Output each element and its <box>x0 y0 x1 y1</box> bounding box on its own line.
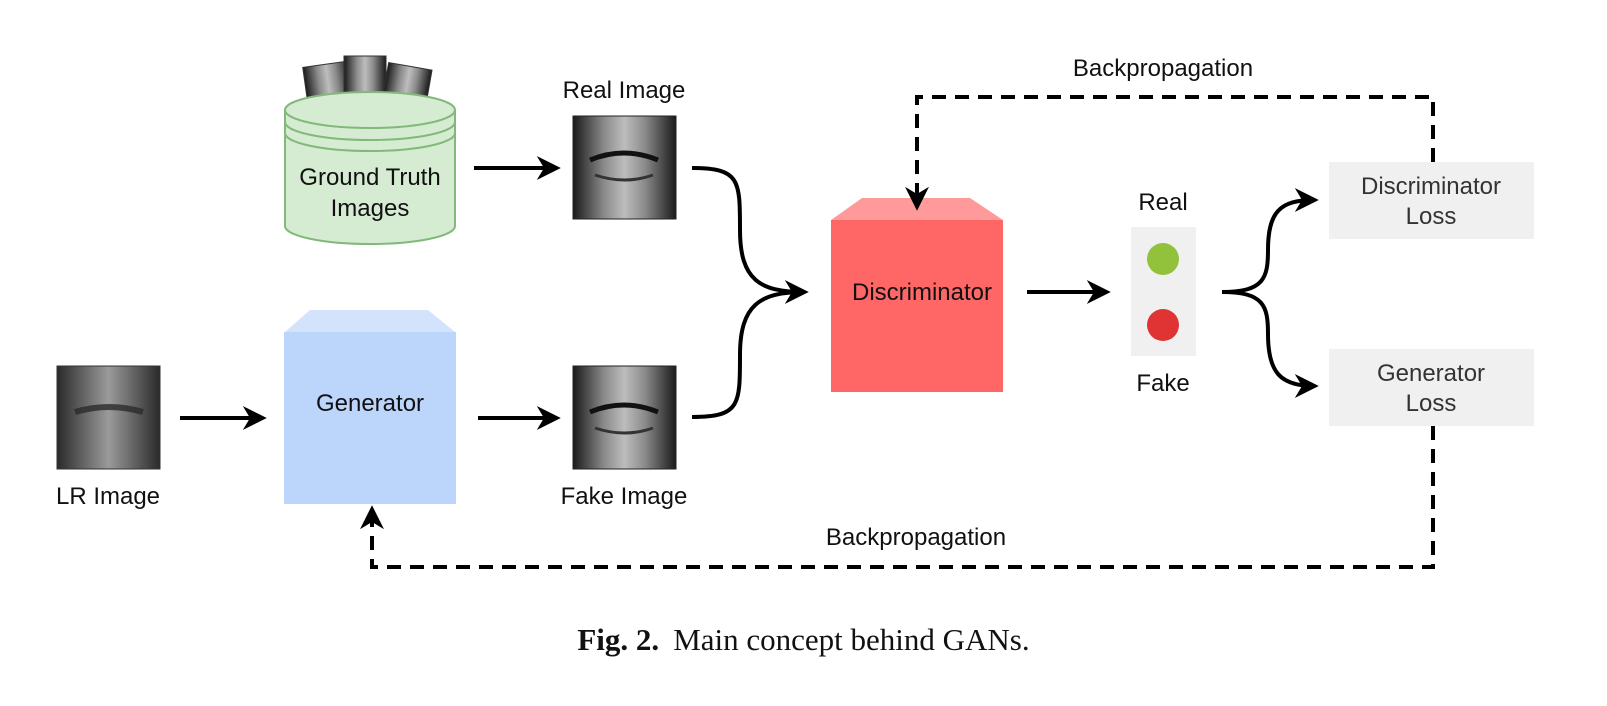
real-indicator-dot <box>1147 243 1179 275</box>
figure-caption: Fig. 2. Main concept behind GANs. <box>0 622 1607 658</box>
ground-truth-label-line1: Ground Truth <box>299 164 440 191</box>
generator-loss-box: Generator Loss <box>1329 349 1534 426</box>
fake-indicator-dot <box>1147 309 1179 341</box>
ground-truth-label-line2: Images <box>331 195 410 222</box>
figure-caption-text: Main concept behind GANs. <box>673 622 1030 657</box>
backprop-arrow-to-discriminator <box>905 95 1435 211</box>
generator-loss-line1: Generator <box>1377 360 1485 387</box>
fake-image-thumbnail <box>572 365 677 470</box>
arrow-output-to-generator-loss <box>1221 290 1319 398</box>
figure-caption-label: Fig. 2. <box>577 622 660 657</box>
arrow-fake-to-discriminator <box>691 290 805 419</box>
discriminator-box: Discriminator <box>831 198 1003 392</box>
discriminator-label: Discriminator <box>852 279 992 306</box>
generator-label: Generator <box>316 390 424 417</box>
real-output-label: Real <box>1138 189 1187 216</box>
generator-box: Generator <box>284 310 456 504</box>
generator-loss-line2: Loss <box>1406 390 1457 417</box>
ground-truth-database: Ground Truth Images <box>284 55 456 245</box>
lr-image-label: LR Image <box>56 483 160 510</box>
arrow-real-to-discriminator <box>691 166 809 304</box>
real-image-thumbnail <box>572 115 677 220</box>
fake-output-label: Fake <box>1136 370 1189 397</box>
backprop-bottom-label: Backpropagation <box>826 524 1006 551</box>
discriminator-loss-box: Discriminator Loss <box>1329 162 1534 239</box>
discriminator-loss-line2: Loss <box>1406 203 1457 230</box>
discriminator-loss-line1: Discriminator <box>1361 173 1501 200</box>
backprop-arrow-to-generator <box>360 426 1435 569</box>
fake-image-label: Fake Image <box>561 483 688 510</box>
backprop-top-label: Backpropagation <box>1073 55 1253 82</box>
arrow-output-to-discriminator-loss <box>1221 188 1319 294</box>
lr-image-thumbnail <box>56 365 161 470</box>
real-image-label: Real Image <box>563 77 686 104</box>
